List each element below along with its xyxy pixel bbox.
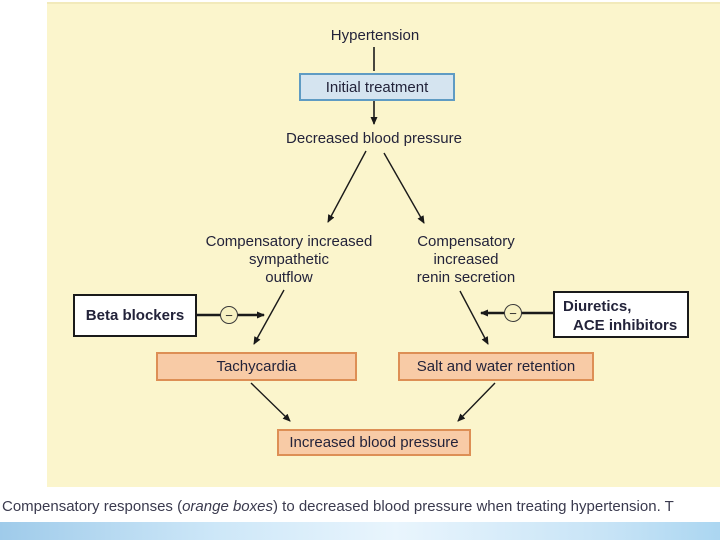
caption-text-start: Compensatory responses ( bbox=[2, 498, 183, 515]
arrow-renin-to-salt-retention bbox=[459, 290, 489, 345]
arrow-decreased-bp-to-renin bbox=[383, 152, 425, 224]
renin-line-1: Compensatory bbox=[417, 233, 515, 250]
node-decreased-blood-pressure: Decreased blood pressure bbox=[286, 130, 462, 147]
slide-accent-bar bbox=[0, 522, 720, 540]
caption-text-end: ) to decreased blood pressure when treat… bbox=[273, 498, 674, 515]
arrow-sympathetic-to-tachycardia bbox=[253, 289, 285, 345]
node-salt-water-retention-box: Salt and water retention bbox=[398, 352, 594, 381]
node-increased-blood-pressure-box: Increased blood pressure bbox=[277, 429, 471, 456]
node-beta-blockers-box: Beta blockers bbox=[73, 294, 197, 337]
sympathetic-line-3: outflow bbox=[265, 269, 313, 286]
sympathetic-line-2: sympathetic bbox=[248, 251, 330, 268]
arrow-tachycardia-to-increased-bp bbox=[250, 382, 291, 422]
arrow-decreased-bp-to-sympathetic bbox=[327, 150, 367, 223]
minus-inhibition-icon-right: − bbox=[504, 304, 522, 322]
diuretics-line-1: Diuretics, bbox=[563, 298, 632, 315]
node-initial-treatment-box: Initial treatment bbox=[299, 73, 455, 101]
node-hypertension: Hypertension bbox=[330, 27, 420, 44]
arrow-salt-retention-to-increased-bp bbox=[457, 382, 496, 422]
node-diuretics-ace-box: Diuretics, ACE inhibitors bbox=[553, 291, 689, 338]
sympathetic-line-1: Compensatory increased bbox=[205, 233, 373, 250]
caption-italic-orange-boxes: orange boxes bbox=[182, 498, 273, 515]
node-tachycardia-box: Tachycardia bbox=[156, 352, 357, 381]
diuretics-line-2: ACE inhibitors bbox=[573, 317, 678, 334]
figure-caption: Compensatory responses (orange boxes) to… bbox=[2, 498, 720, 515]
minus-inhibition-icon-left: − bbox=[220, 306, 238, 324]
node-sympathetic-outflow: Compensatory increased sympathetic outfl… bbox=[189, 233, 389, 287]
node-renin-secretion: Compensatory increased renin secretion bbox=[366, 233, 566, 287]
renin-line-2: increased bbox=[433, 251, 499, 268]
renin-line-3: renin secretion bbox=[416, 269, 516, 286]
